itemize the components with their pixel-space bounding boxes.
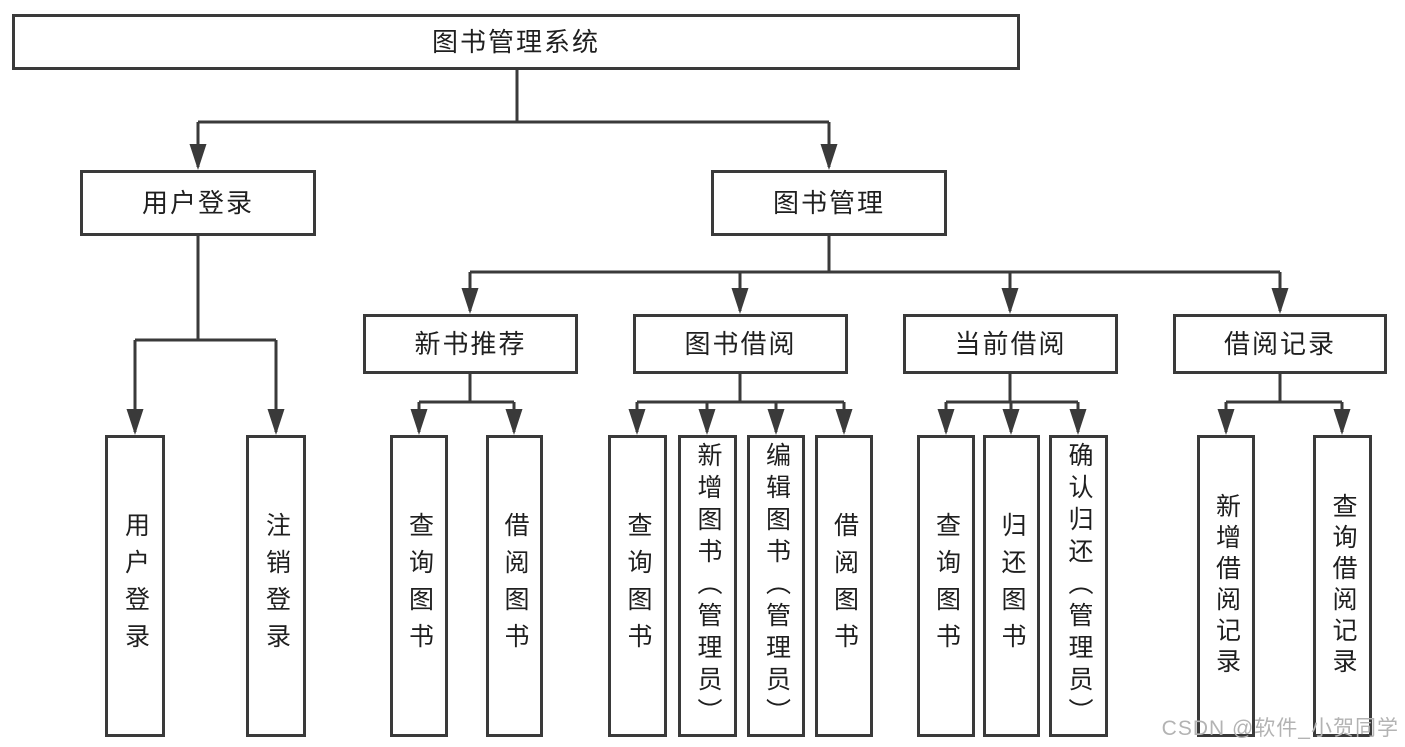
leaf-add-borrow-record: 新增借阅记录 xyxy=(1197,435,1255,737)
node-label: 归还图书 xyxy=(998,512,1026,660)
node-user-login: 用户登录 xyxy=(80,170,316,236)
leaf-borrow-books-1: 借阅图书 xyxy=(486,435,543,737)
node-label: 查询图书 xyxy=(932,512,961,660)
leaf-query-books-3: 查询图书 xyxy=(917,435,975,737)
node-label: 用户登录 xyxy=(141,188,254,218)
node-label: 图书借阅 xyxy=(684,329,797,359)
leaf-user-login: 用户登录 xyxy=(105,435,165,737)
leaf-confirm-return-admin: 确认归还（管理员） xyxy=(1049,435,1108,737)
node-book-management: 图书管理 xyxy=(711,170,947,236)
node-book-borrowing: 图书借阅 xyxy=(633,314,848,374)
node-label: 借阅记录 xyxy=(1223,329,1336,359)
node-label: 借阅图书 xyxy=(501,512,529,660)
leaf-borrow-books-2: 借阅图书 xyxy=(815,435,873,737)
leaf-query-books-1: 查询图书 xyxy=(390,435,448,737)
node-label: 新增图书（管理员） xyxy=(694,442,722,730)
node-label: 图书管理系统 xyxy=(431,27,600,57)
node-label: 确认归还（管理员） xyxy=(1065,442,1093,730)
node-label: 借阅图书 xyxy=(830,512,859,660)
leaf-edit-book-admin: 编辑图书（管理员） xyxy=(747,435,805,737)
node-label: 新增借阅记录 xyxy=(1212,493,1241,679)
leaf-query-books-2: 查询图书 xyxy=(608,435,667,737)
node-label: 用户登录 xyxy=(121,512,150,660)
node-label: 编辑图书（管理员） xyxy=(762,442,791,730)
leaf-query-borrow-record: 查询借阅记录 xyxy=(1313,435,1372,737)
node-label: 注销登录 xyxy=(262,512,291,660)
node-borrowing-records: 借阅记录 xyxy=(1173,314,1387,374)
watermark: CSDN @软件_小贺同学 xyxy=(1161,717,1399,740)
leaf-return-books: 归还图书 xyxy=(983,435,1040,737)
node-current-borrowing: 当前借阅 xyxy=(903,314,1118,374)
node-new-book-recommendation: 新书推荐 xyxy=(363,314,578,374)
node-label: 查询借阅记录 xyxy=(1329,493,1357,679)
leaf-add-book-admin: 新增图书（管理员） xyxy=(678,435,737,737)
node-label: 查询图书 xyxy=(405,512,434,660)
node-label: 图书管理 xyxy=(772,188,885,218)
node-label: 新书推荐 xyxy=(414,329,527,359)
leaf-logout: 注销登录 xyxy=(246,435,306,737)
node-label: 当前借阅 xyxy=(954,329,1067,359)
node-label: 查询图书 xyxy=(624,512,652,660)
node-library-management-system: 图书管理系统 xyxy=(12,14,1020,70)
